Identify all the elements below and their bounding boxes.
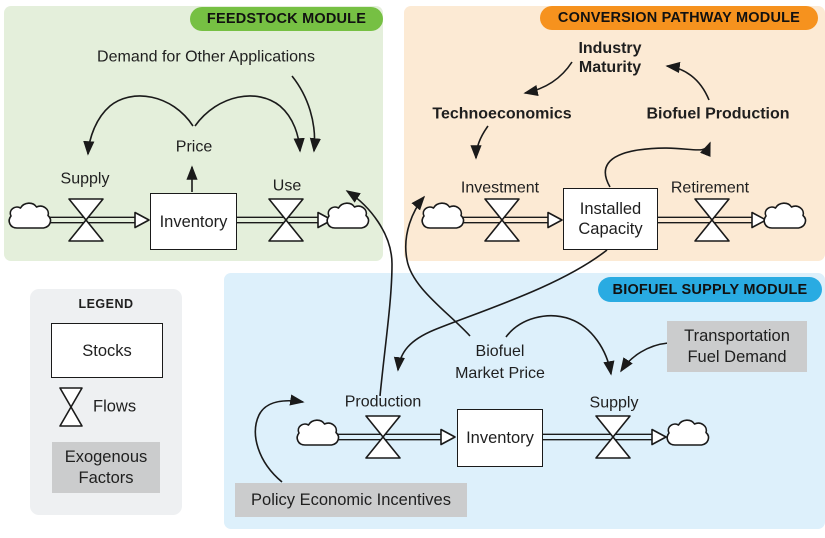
biofuel-inventory-label: Inventory xyxy=(466,429,534,447)
flow-arrowhead xyxy=(547,211,563,229)
cloud-icon xyxy=(296,419,340,446)
flow-arrowhead xyxy=(651,428,667,446)
arrow-transportation-demand-to-supply xyxy=(620,342,669,373)
flow-valve-icon xyxy=(694,198,730,242)
feedstock-inventory-label: Inventory xyxy=(159,212,228,231)
causal-links xyxy=(83,61,711,483)
legend-flows-label: Flows xyxy=(93,397,137,416)
legend-exogenous-factors-box: Exogenous Factors xyxy=(52,442,160,493)
cloud-icon xyxy=(8,202,52,229)
flow-arrowhead xyxy=(751,211,767,229)
arrow-installed-capacity-to-biofuel-production xyxy=(604,141,711,188)
cloud-icon xyxy=(763,202,807,229)
flow-valve-icon xyxy=(68,198,104,242)
flow-arrowhead xyxy=(134,211,150,229)
flow-arrowhead xyxy=(317,211,333,229)
feedstock-flow-chain xyxy=(8,198,370,242)
biofuel-inventory-stock: Inventory xyxy=(457,409,543,467)
arrow-price-to-use xyxy=(194,95,305,153)
feedstock-inventory-stock: Inventory xyxy=(150,193,237,250)
arrow-installed-capacity-to-production xyxy=(393,249,608,372)
cloud-icon xyxy=(421,202,465,229)
feedstock-supply-flow-label: Supply xyxy=(60,170,110,188)
industry-maturity-label: Industry Maturity xyxy=(578,40,642,76)
conversion-flow-chain xyxy=(421,198,807,242)
legend-title: LEGEND xyxy=(78,297,134,311)
price-label: Price xyxy=(175,138,213,156)
arrow-demand-to-use xyxy=(291,75,321,153)
flow-valve-icon xyxy=(595,415,631,459)
installed-capacity-stock: Installed Capacity xyxy=(563,188,658,250)
arrow-policy-to-production xyxy=(254,394,305,483)
biofuel-flow-chain xyxy=(296,415,710,459)
flow-valve-icon xyxy=(484,198,520,242)
technoeconomics-label: Technoeconomics xyxy=(432,105,572,123)
arrow-production-to-use xyxy=(345,190,393,397)
arrow-market-price-to-investment xyxy=(405,195,471,337)
legend-stocks-label: Stocks xyxy=(82,341,132,360)
installed-capacity-label-line2: Capacity xyxy=(578,220,643,238)
flow-arrowhead xyxy=(440,428,456,446)
legend-stocks-box: Stocks xyxy=(51,323,163,378)
legend-flow-valve-icon xyxy=(59,387,83,427)
investment-flow-label: Investment xyxy=(460,179,540,197)
feedstock-module-badge: FEEDSTOCK MODULE xyxy=(190,7,383,31)
demand-other-applications-label: Demand for Other Applications xyxy=(97,48,315,66)
biofuel-market-price-label: Biofuel Market Price xyxy=(455,343,545,382)
arrow-industry-maturity-to-technoeconomics xyxy=(523,61,573,96)
arrow-biofuel-production-to-industry-maturity xyxy=(665,61,710,101)
flow-valve-icon xyxy=(365,415,401,459)
cloud-icon xyxy=(326,202,370,229)
retirement-flow-label: Retirement xyxy=(670,179,750,197)
biofuel-production-label: Biofuel Production xyxy=(646,105,790,123)
installed-capacity-label-line1: Installed xyxy=(579,200,642,218)
biofuel-module-badge: BIOFUEL SUPPLY MODULE xyxy=(598,277,822,302)
feedstock-use-flow-label: Use xyxy=(272,177,302,195)
transportation-fuel-demand-exogenous-box: Transportation Fuel Demand xyxy=(667,321,807,372)
biofuel-supply-flow-label: Supply xyxy=(589,394,639,412)
arrow-price-to-supply xyxy=(83,95,194,156)
conversion-module-badge: CONVERSION PATHWAY MODULE xyxy=(540,6,818,30)
flow-valve-icon xyxy=(268,198,304,242)
arrow-technoeconomics-to-investment xyxy=(470,125,489,160)
biofuel-production-flow-label: Production xyxy=(344,393,422,411)
arrow-market-price-to-supply xyxy=(505,315,615,376)
policy-economic-incentives-exogenous-box: Policy Economic Incentives xyxy=(235,483,467,517)
cloud-icon xyxy=(666,419,710,446)
